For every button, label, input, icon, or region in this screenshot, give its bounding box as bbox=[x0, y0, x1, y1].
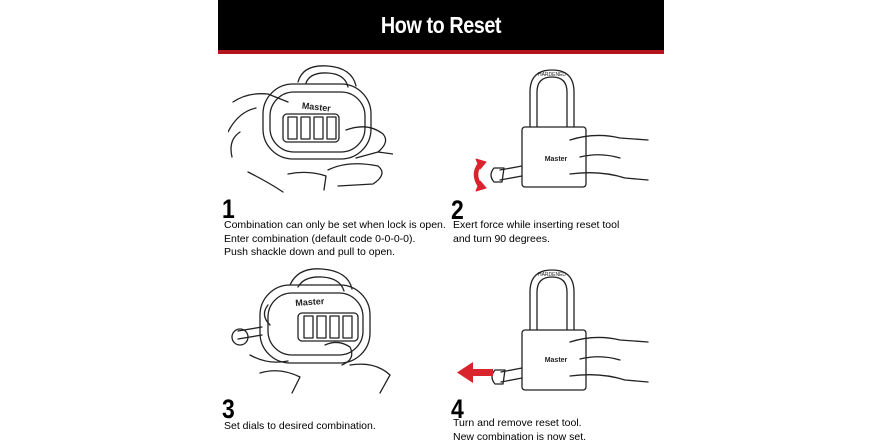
step2-illustration: HARDENED Master bbox=[470, 62, 650, 202]
step3-text: Set dials to desired combination. bbox=[224, 420, 376, 434]
step2-line: and turn 90 degrees. bbox=[453, 233, 619, 247]
step3-line: Set dials to desired combination. bbox=[224, 420, 376, 434]
step1-logo-text: Master bbox=[301, 101, 331, 114]
step1-illustration: Master bbox=[228, 62, 393, 197]
step1-line: Push shackle down and pull to open. bbox=[224, 246, 446, 260]
step2-shackle-text: HARDENED bbox=[538, 72, 566, 78]
step3-logo-text: Master bbox=[295, 296, 325, 308]
step4-line: Turn and remove reset tool. bbox=[453, 417, 586, 431]
step4-illustration: HARDENED Master bbox=[455, 262, 650, 402]
step1-text: Combination can only be set when lock is… bbox=[224, 219, 446, 260]
step4-shackle-text: HARDENED bbox=[538, 272, 566, 278]
step4-text: Turn and remove reset tool. New combinat… bbox=[453, 417, 586, 444]
step4-line: New combination is now set. bbox=[453, 431, 586, 444]
step4-logo-text: Master bbox=[545, 357, 568, 364]
left-arrow-icon bbox=[457, 362, 493, 383]
step3-number: 3 bbox=[222, 396, 235, 423]
step2-text: Exert force while inserting reset tool a… bbox=[453, 219, 619, 246]
step2-line: Exert force while inserting reset tool bbox=[453, 219, 619, 233]
step1-line: Enter combination (default code 0-0-0-0)… bbox=[224, 233, 446, 247]
step2-logo-text: Master bbox=[545, 156, 568, 163]
step1-line: Combination can only be set when lock is… bbox=[224, 219, 446, 233]
header-stripe bbox=[218, 50, 664, 54]
step3-illustration: Master bbox=[230, 265, 395, 395]
page-title: How to Reset bbox=[249, 0, 633, 50]
